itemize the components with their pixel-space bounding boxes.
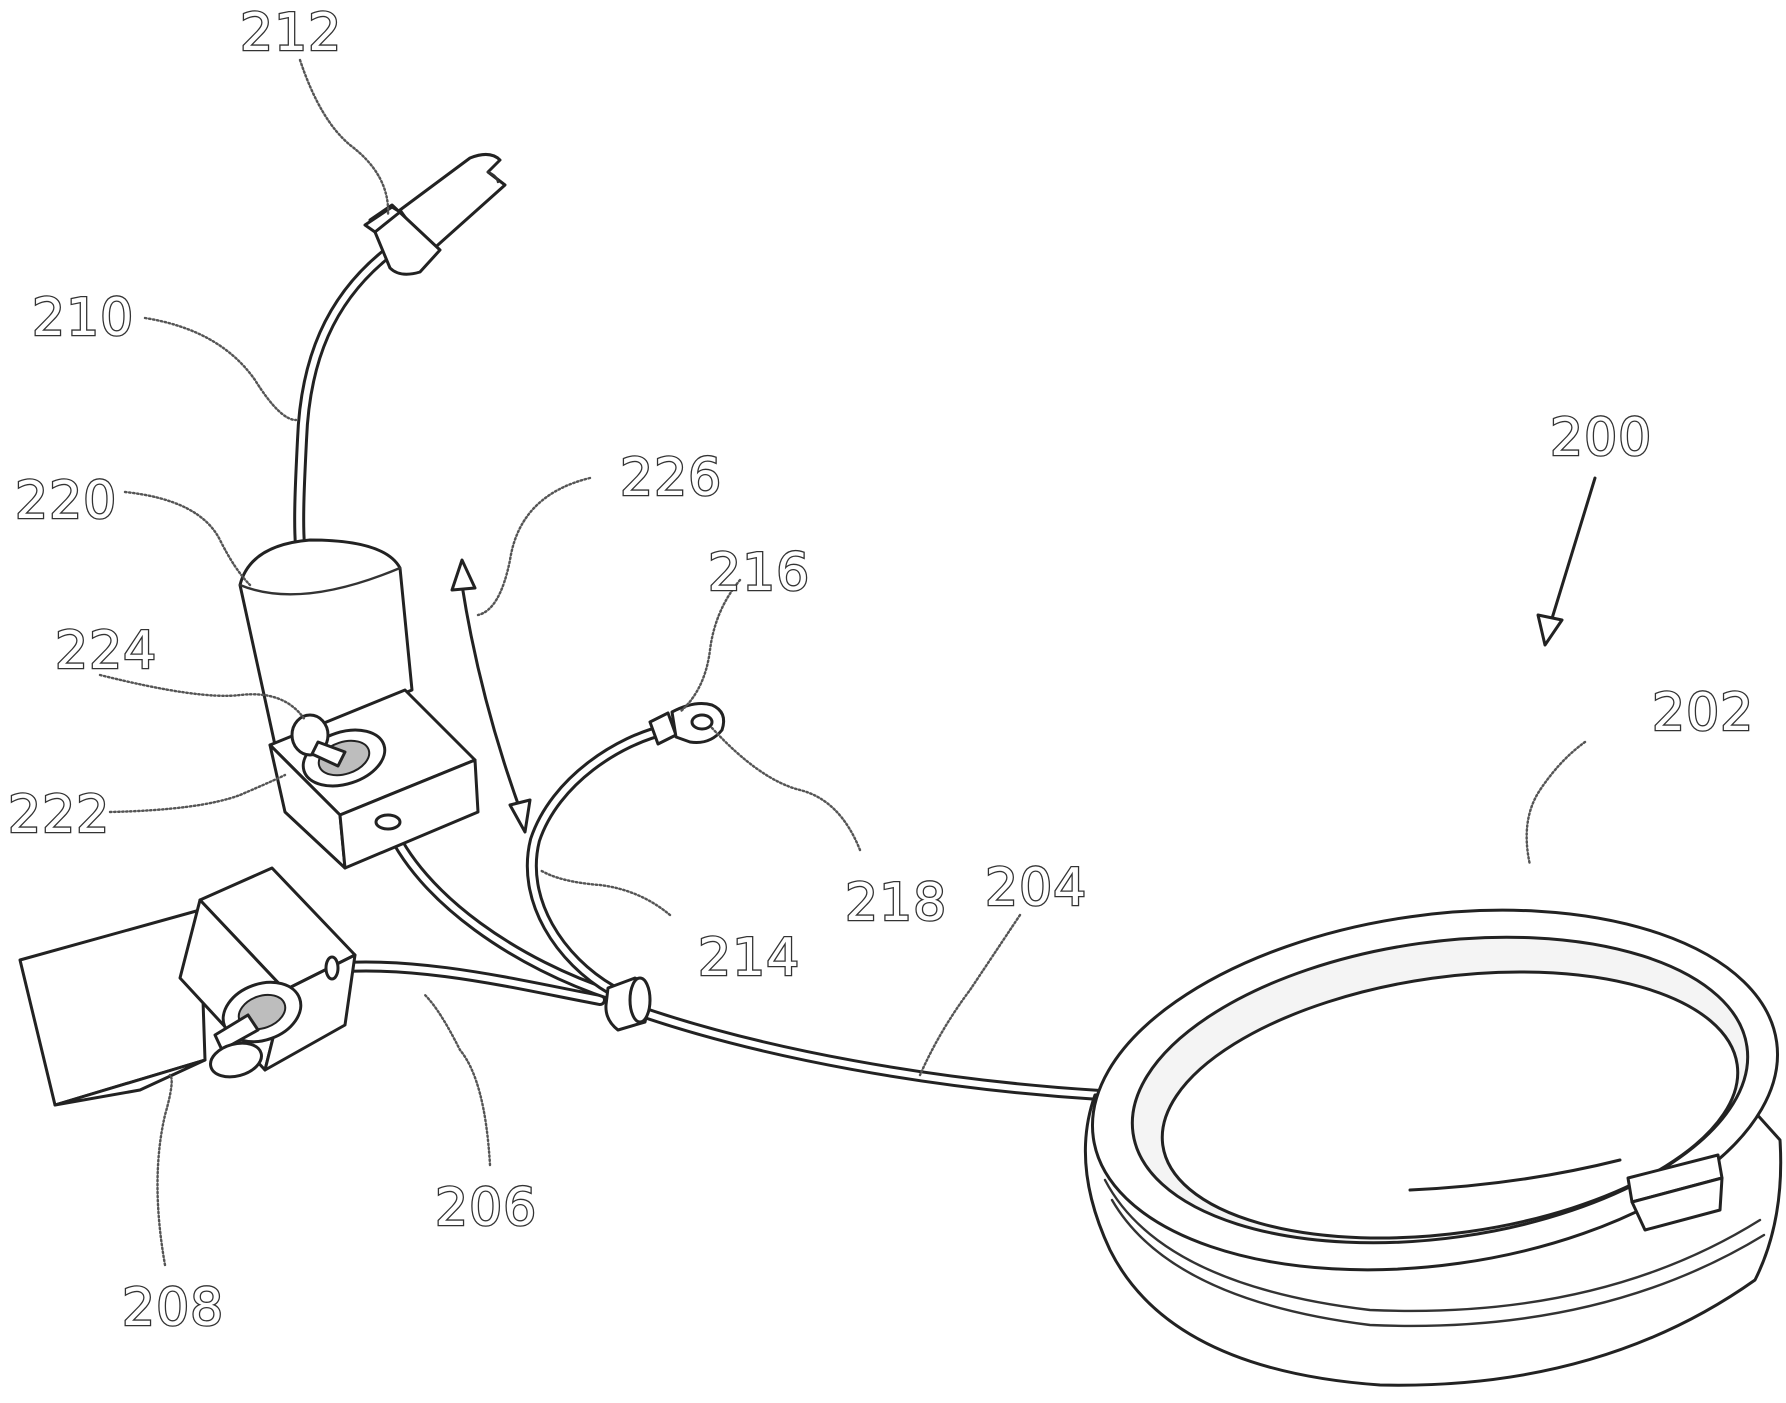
upper-module bbox=[240, 540, 478, 868]
label-224: 224 bbox=[55, 621, 157, 681]
label-210: 210 bbox=[32, 288, 134, 348]
tube-clip bbox=[606, 978, 650, 1030]
label-222: 222 bbox=[8, 785, 110, 845]
label-200: 200 bbox=[1550, 408, 1652, 468]
main-tube bbox=[622, 1005, 1100, 1095]
label-212: 212 bbox=[240, 3, 342, 63]
top-connector bbox=[365, 154, 505, 274]
ring bbox=[1069, 869, 1786, 1386]
label-220: 220 bbox=[15, 471, 117, 531]
label-206: 206 bbox=[435, 1178, 537, 1238]
sensor-tube bbox=[532, 730, 665, 990]
label-216: 216 bbox=[708, 543, 810, 603]
label-218: 218 bbox=[845, 873, 947, 933]
upper-tube bbox=[299, 255, 385, 545]
assembly-arrow bbox=[1538, 478, 1595, 645]
lower-module bbox=[20, 868, 355, 1105]
label-226: 226 bbox=[620, 448, 722, 508]
label-214: 214 bbox=[698, 928, 800, 988]
sensor-connector bbox=[650, 704, 724, 744]
label-204: 204 bbox=[985, 858, 1087, 918]
label-202: 202 bbox=[1652, 683, 1754, 743]
label-208: 208 bbox=[122, 1278, 224, 1338]
